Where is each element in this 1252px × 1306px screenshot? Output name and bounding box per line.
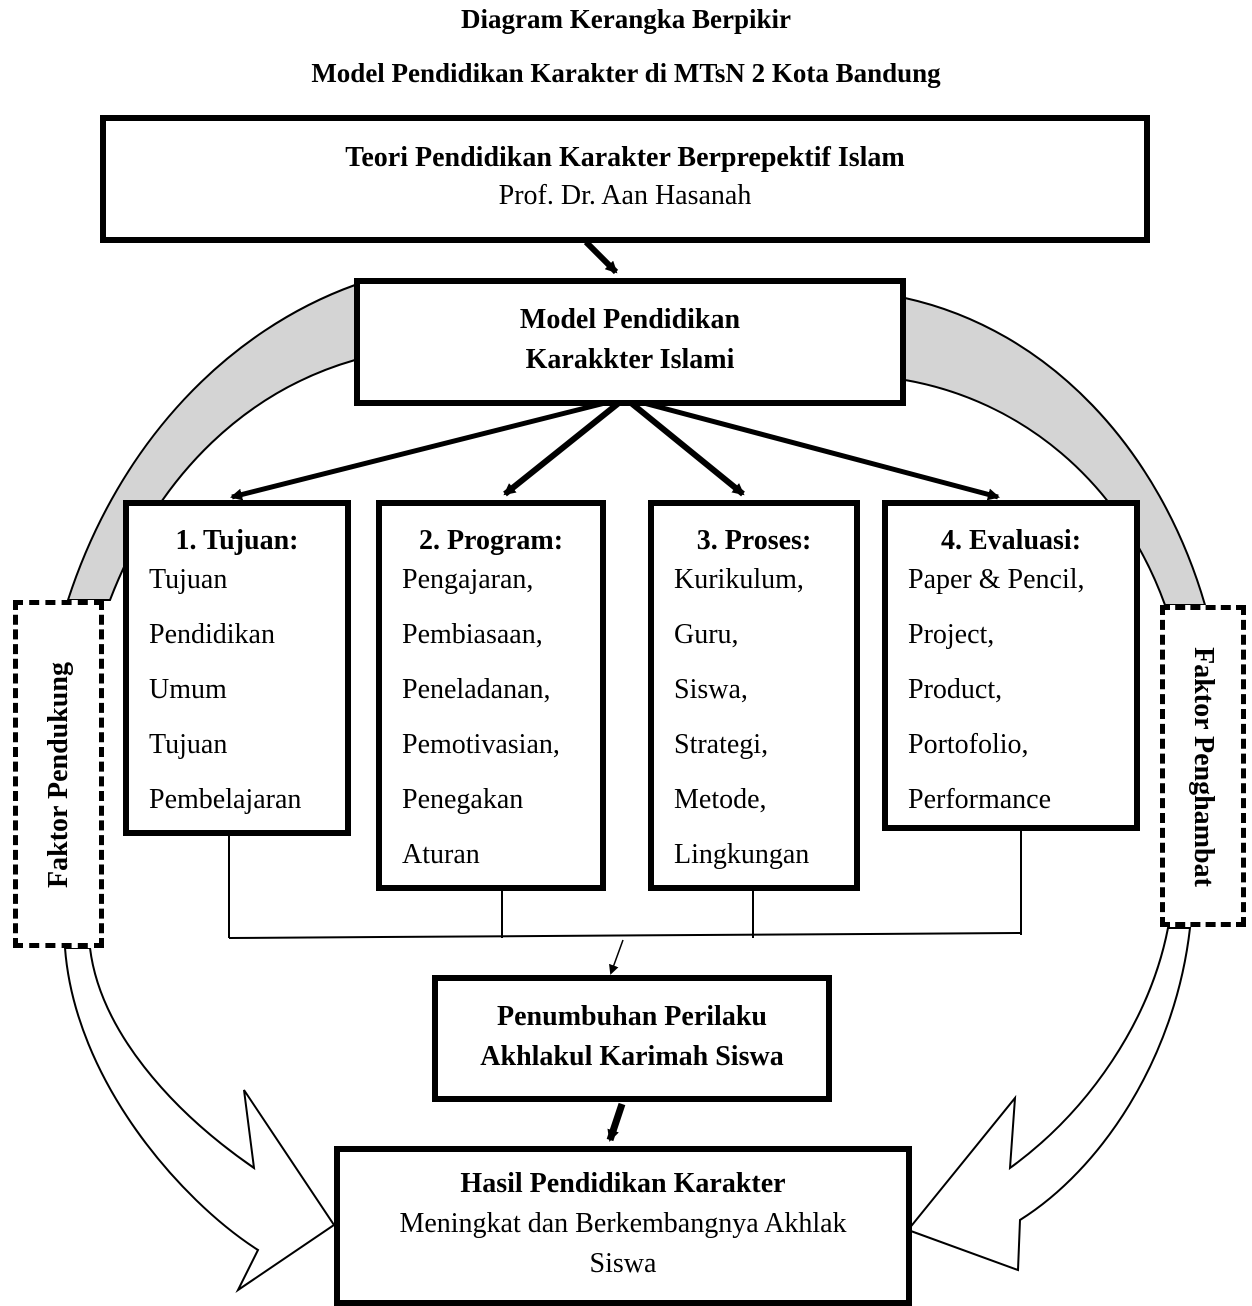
bracket-base <box>228 932 1022 939</box>
arrow-theory-model <box>583 239 619 275</box>
theory-box: Teori Pendidikan Karakter Berprepektif I… <box>100 115 1150 243</box>
growth-line2: Akhlakul Karimah Siswa <box>480 1041 784 1072</box>
growth-line1: Penumbuhan Perilaku <box>497 1001 767 1032</box>
right-outline-arrow <box>906 927 1192 1272</box>
column-program-item: Pemotivasian, <box>402 729 560 760</box>
arrow-model-evaluasi <box>624 395 1000 501</box>
model-box: Model Pendidikan Karakkter Islami <box>354 278 906 406</box>
arrow-growth-result <box>606 1102 626 1142</box>
column-tujuan-item: Umum <box>149 674 227 705</box>
column-tujuan-item: Tujuan <box>149 729 228 760</box>
column-evaluasi-item: Performance <box>908 784 1052 815</box>
arrow-model-proses <box>623 395 745 497</box>
inhibiting-factor-label: Faktor Penghambat <box>1188 647 1219 887</box>
column-tujuan-item: Pendidikan <box>149 619 275 650</box>
column-proses: 3. Proses: Kurikulum, Guru, Siswa, Strat… <box>648 500 860 891</box>
model-line2: Karakkter Islami <box>525 344 735 375</box>
column-tujuan-item: Pembelajaran <box>149 784 302 815</box>
column-proses-item: Kurikulum, <box>674 564 804 595</box>
growth-box: Penumbuhan Perilaku Akhlakul Karimah Sis… <box>432 975 832 1102</box>
theory-author: Prof. Dr. Aan Hasanah <box>498 180 752 211</box>
column-proses-item: Lingkungan <box>674 839 810 870</box>
diagram-title-line2: Model Pendidikan Karakter di MTsN 2 Kota… <box>311 58 941 88</box>
column-program-title: 2. Program: <box>418 525 564 556</box>
column-program-item: Penegakan <box>402 784 524 815</box>
column-proses-title: 3. Proses: <box>696 525 812 556</box>
column-evaluasi-title: 4. Evaluasi: <box>940 525 1082 556</box>
column-proses-item: Siswa, <box>674 674 748 705</box>
column-program-item: Peneladanan, <box>402 674 551 705</box>
arrow-model-tujuan <box>230 395 626 501</box>
column-program-item: Pengajaran, <box>402 564 534 595</box>
column-tujuan: 1. Tujuan: Tujuan Pendidikan Umum Tujuan… <box>123 500 351 836</box>
column-evaluasi-item: Project, <box>908 619 995 650</box>
column-tujuan-item: Tujuan <box>149 564 228 595</box>
column-program: 2. Program: Pengajaran, Pembiasaan, Pene… <box>376 500 606 891</box>
supporting-factor-label: Faktor Pendukung <box>43 662 74 888</box>
arrow-bracket-growth <box>609 939 624 975</box>
column-evaluasi-item: Portofolio, <box>908 729 1029 760</box>
arrow-model-program <box>503 395 627 497</box>
column-evaluasi-item: Paper & Pencil, <box>908 564 1085 595</box>
column-proses-item: Metode, <box>674 784 767 815</box>
column-evaluasi: 4. Evaluasi: Paper & Pencil, Project, Pr… <box>882 500 1140 831</box>
supporting-factor-box: Faktor Pendukung <box>13 600 104 948</box>
result-line2: Siswa <box>589 1248 657 1279</box>
model-line1: Model Pendidikan <box>519 304 741 335</box>
column-evaluasi-item: Product, <box>908 674 1003 705</box>
theory-title: Teori Pendidikan Karakter Berprepektif I… <box>345 142 905 173</box>
column-tujuan-title: 1. Tujuan: <box>175 525 299 556</box>
column-proses-item: Guru, <box>674 619 739 650</box>
left-outline-arrow <box>63 947 336 1293</box>
diagram-title-line1: Diagram Kerangka Berpikir <box>461 4 791 34</box>
inhibiting-factor-box: Faktor Penghambat <box>1160 605 1246 927</box>
column-program-item: Aturan <box>402 839 480 870</box>
column-proses-item: Strategi, <box>674 729 769 760</box>
result-box: Hasil Pendidikan Karakter Meningkat dan … <box>334 1146 912 1306</box>
column-program-item: Pembiasaan, <box>402 619 543 650</box>
result-line1: Meningkat dan Berkembangnya Akhlak <box>399 1208 847 1239</box>
result-title: Hasil Pendidikan Karakter <box>460 1168 786 1199</box>
